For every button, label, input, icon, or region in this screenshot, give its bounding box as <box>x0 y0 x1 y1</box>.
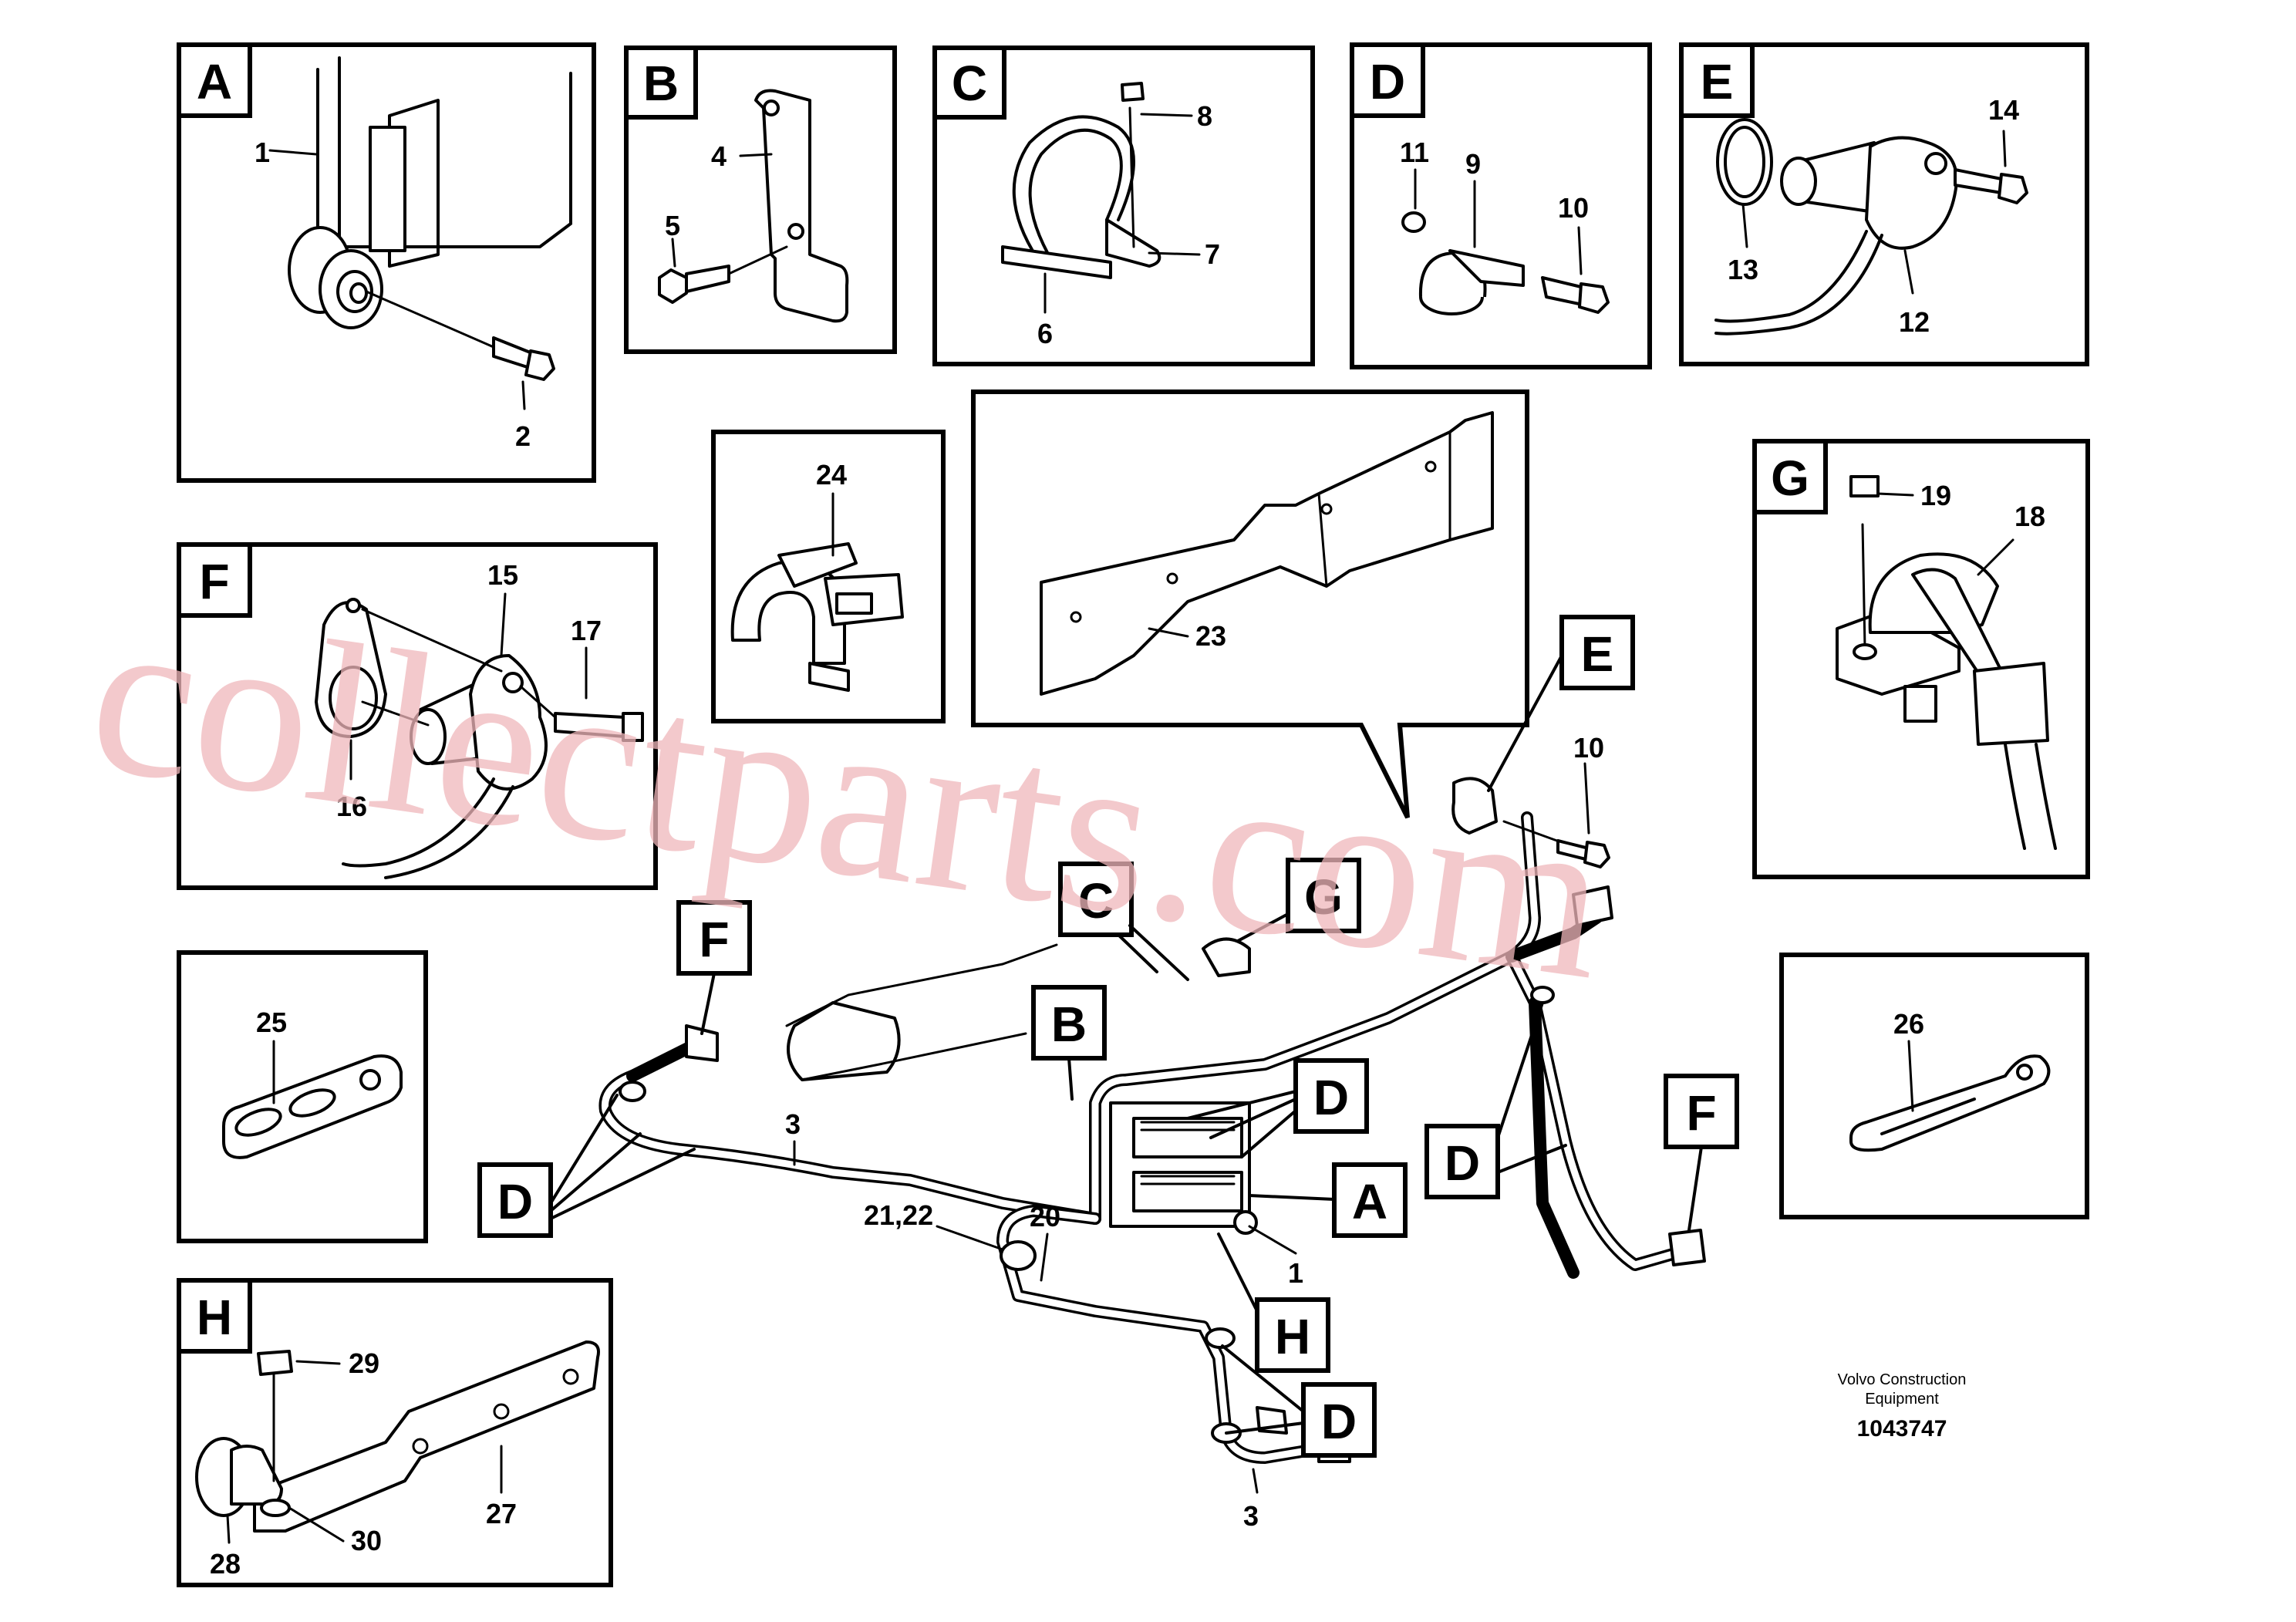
overview-part-1: 1 <box>1288 1257 1303 1289</box>
panel-part-25: 25 <box>177 950 428 1243</box>
overview-part-3-upper: 3 <box>785 1108 801 1140</box>
panel-h-letter: H <box>197 1290 232 1345</box>
overview-callout-d-lower: D <box>1321 1394 1357 1449</box>
part-num-17: 17 <box>571 615 602 646</box>
sensor-18-drawing <box>1836 475 2057 850</box>
overview-callout-f-right: F <box>1686 1085 1716 1141</box>
part-num-16: 16 <box>336 791 367 822</box>
part-num-1: 1 <box>255 137 270 168</box>
part-num-18: 18 <box>2014 501 2045 532</box>
part-num-13: 13 <box>1728 254 1758 285</box>
panel-part-23: 23 <box>971 389 1529 819</box>
overview-callouts: E C G F B D D A H D <box>477 615 1739 1458</box>
panel-g: G 19 18 <box>1752 439 2090 879</box>
overview-assembly: 10 3 21,22 20 1 3 <box>598 732 1706 1532</box>
sensor-12-drawing <box>1714 118 2028 336</box>
part-num-28: 28 <box>210 1548 241 1580</box>
bracket-4-drawing <box>754 89 849 323</box>
panel-a: A 1 2 <box>177 42 596 483</box>
cover-23-drawing <box>1040 411 1494 696</box>
clip-9-drawing <box>1401 211 1610 315</box>
panel-h: H 29 27 28 30 <box>177 1278 613 1587</box>
overview-callout-e: E <box>1581 626 1614 682</box>
title-block: Volvo Construction Equipment 1043747 <box>1838 1371 1967 1442</box>
part-num-8: 8 <box>1197 100 1212 132</box>
maker-line-2: Equipment <box>1865 1391 1939 1408</box>
overview-part-20: 20 <box>1030 1201 1060 1233</box>
bracket-drawing <box>288 56 572 381</box>
panel-f-letter: F <box>199 554 229 609</box>
overview-part-3-lower: 3 <box>1243 1500 1259 1532</box>
part-num-30: 30 <box>351 1525 382 1556</box>
clamp-drawing <box>1001 82 1161 279</box>
maker-line-1: Volvo Construction <box>1838 1371 1967 1388</box>
part-num-25: 25 <box>256 1007 287 1038</box>
panel-part-24: 24 <box>711 430 946 723</box>
part-num-14: 14 <box>1988 94 2019 126</box>
part-num-11: 11 <box>1400 137 1429 168</box>
panel-d-letter: D <box>1370 54 1405 110</box>
overview-callout-g: G <box>1304 869 1343 925</box>
overview-callout-h: H <box>1275 1309 1310 1364</box>
part-num-26: 26 <box>1893 1008 1924 1040</box>
part-num-12: 12 <box>1899 306 1930 338</box>
part-num-7: 7 <box>1205 238 1220 270</box>
part-num-23: 23 <box>1195 620 1226 652</box>
bracket-25-drawing <box>222 1054 403 1159</box>
part-num-27: 27 <box>486 1498 517 1529</box>
panel-e-letter: E <box>1701 54 1734 110</box>
part-num-4: 4 <box>711 140 727 172</box>
panel-b-letter: B <box>643 56 679 111</box>
bracket-26-drawing <box>1849 1054 2051 1152</box>
overview-callout-a: A <box>1352 1174 1387 1229</box>
panel-f: F 15 17 16 <box>177 542 658 890</box>
panel-g-letter: G <box>1771 450 1809 506</box>
overview-callout-d-right: D <box>1445 1135 1480 1191</box>
panel-c-letter: C <box>952 56 987 111</box>
panel-a-letter: A <box>197 54 232 110</box>
panel-d: D 11 9 10 <box>1350 42 1652 369</box>
sensor-16-drawing <box>315 598 644 879</box>
part-num-15: 15 <box>487 559 518 591</box>
part-num-2: 2 <box>515 420 531 452</box>
panel-e: E 14 13 12 <box>1679 42 2089 366</box>
part-num-10: 10 <box>1558 192 1589 224</box>
panel-c: C 8 7 6 <box>932 46 1315 366</box>
drawing-number: 1043747 <box>1857 1416 1947 1442</box>
clip-24-drawing <box>730 542 904 692</box>
overview-callout-f-left: F <box>699 912 729 967</box>
part-num-24: 24 <box>816 459 847 491</box>
panel-part-26: 26 <box>1779 953 2089 1219</box>
bracket-27-drawing <box>195 1340 600 1533</box>
part-num-29: 29 <box>349 1347 379 1379</box>
overview-callout-c: C <box>1078 873 1114 929</box>
overview-part-21-22: 21,22 <box>864 1199 933 1231</box>
part-num-5: 5 <box>665 210 680 241</box>
part-num-9: 9 <box>1465 148 1481 180</box>
overview-callout-d-center: D <box>1313 1070 1349 1125</box>
overview-callout-d-left: D <box>497 1174 533 1229</box>
part-num-19: 19 <box>1920 480 1951 511</box>
overview-part-10: 10 <box>1573 732 1604 764</box>
overview-callout-b: B <box>1051 996 1087 1052</box>
panel-b: B 4 5 <box>624 46 897 354</box>
part-num-6: 6 <box>1037 318 1053 349</box>
bolt-5-drawing <box>658 245 788 304</box>
